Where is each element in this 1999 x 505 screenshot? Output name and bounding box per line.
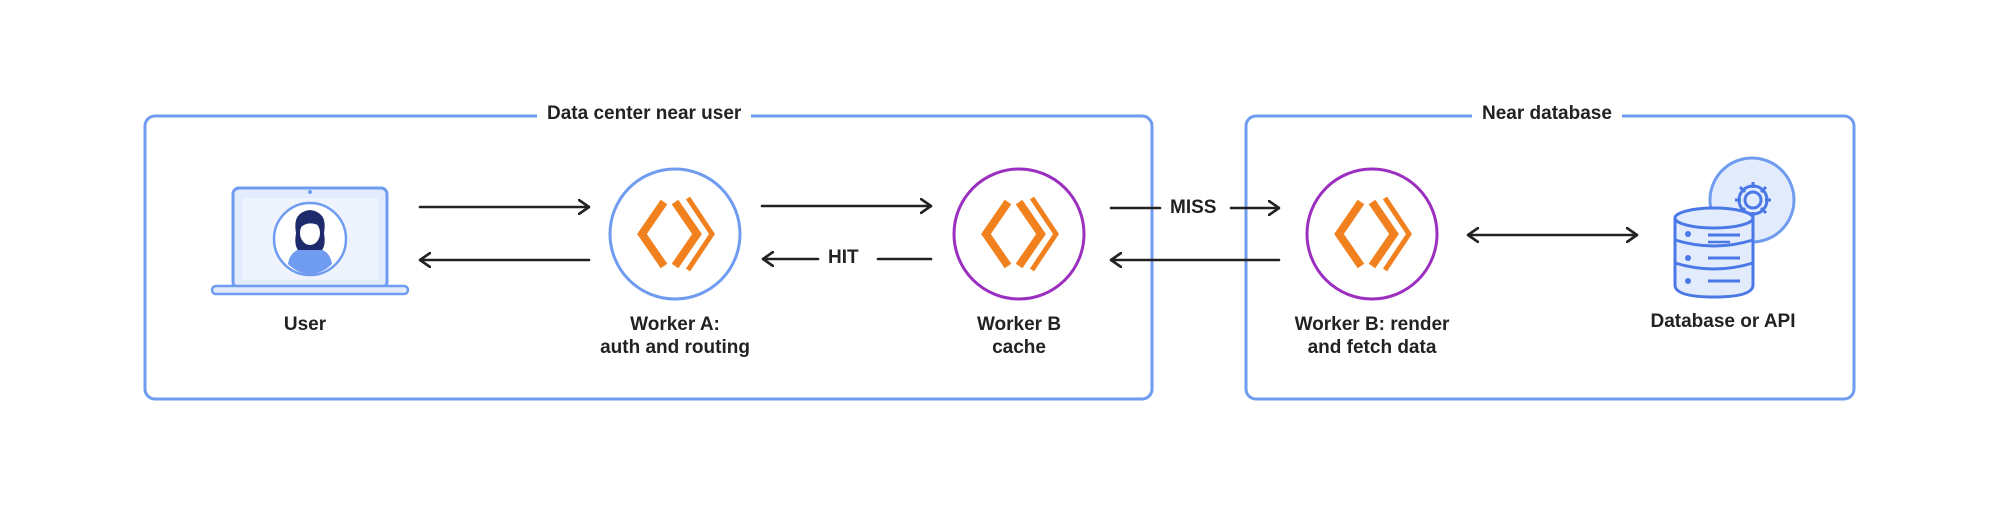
database-gear-icon [1673,156,1796,299]
node-label-worker-b-render-line1: Worker B: render [1294,314,1450,335]
edge-label-hit: HIT [822,246,865,270]
worker-b-cache-icon [952,167,1086,301]
node-label-worker-b-cache-line1: Worker B [976,314,1062,335]
worker-a-icon [608,167,742,301]
edge-label-miss: MISS [1164,196,1223,220]
node-label-worker-b-cache: Worker B cache [889,313,1149,359]
group-title-user-dc: Data center near user [537,102,752,126]
node-label-user: User [283,314,327,335]
group-title-db-dc: Near database [1472,102,1622,126]
node-label-worker-b-render: Worker B: render and fetch data [1242,313,1502,359]
node-label-worker-a-line1: Worker A: [630,314,720,335]
node-label-worker-b-cache-line2: cache [992,337,1046,358]
node-label-worker-a-line2: auth and routing [600,337,750,358]
node-label-worker-a: Worker A: auth and routing [545,313,805,359]
laptop-user-icon [210,186,410,296]
node-label-database: Database or API [1650,311,1796,332]
node-label-worker-b-render-line2: and fetch data [1307,337,1437,358]
worker-b-render-icon [1305,167,1439,301]
